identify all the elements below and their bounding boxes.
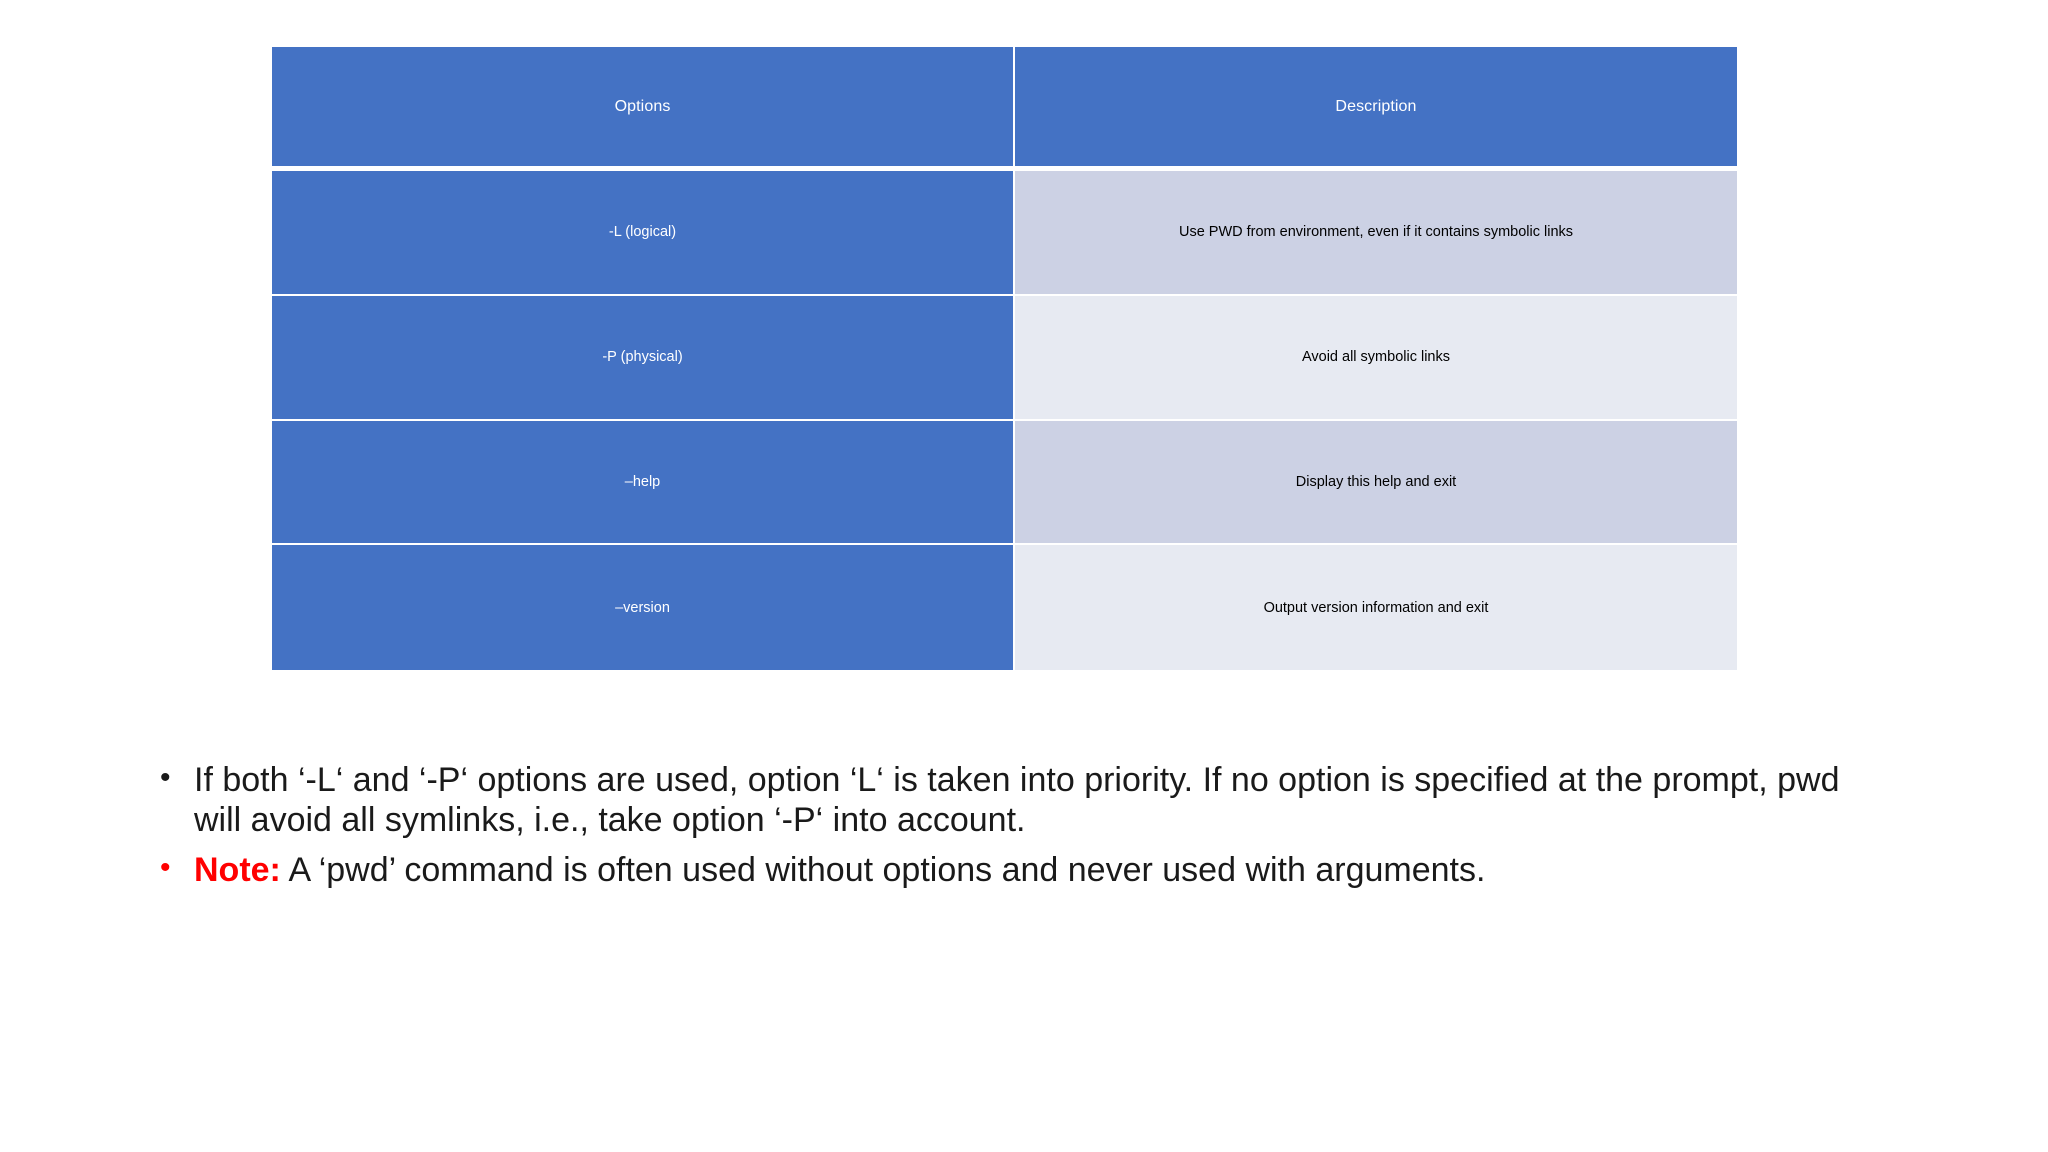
options-table-container: Options Description -L (logical) Use PWD… bbox=[272, 47, 1737, 670]
option-name-cell: –help bbox=[272, 420, 1015, 546]
bullet-item-priority: • If both ‘-L‘ and ‘-P‘ options are used… bbox=[160, 760, 1960, 840]
option-description-cell: Output version information and exit bbox=[1015, 545, 1737, 670]
table-row: -P (physical) Avoid all symbolic links bbox=[272, 295, 1737, 421]
bullet-item-note: • Note: A ‘pwd’ command is often used wi… bbox=[160, 850, 1960, 890]
table-header-row: Options Description bbox=[272, 47, 1737, 166]
note-label: Note: bbox=[194, 851, 281, 890]
header-separator-right bbox=[1015, 166, 1737, 171]
option-description-cell: Use PWD from environment, even if it con… bbox=[1015, 171, 1737, 296]
column-header-options: Options bbox=[272, 47, 1015, 166]
note-body: A ‘pwd’ command is often used without op… bbox=[280, 851, 1486, 890]
options-table: Options Description -L (logical) Use PWD… bbox=[272, 47, 1737, 670]
column-header-description: Description bbox=[1015, 47, 1737, 166]
option-name-cell: –version bbox=[272, 545, 1015, 670]
bullet-marker-icon: • bbox=[160, 761, 171, 794]
bullet-marker-icon: • bbox=[160, 851, 171, 885]
bullet-text-priority: If both ‘-L‘ and ‘-P‘ options are used, … bbox=[194, 761, 1840, 840]
bullet-text-note: Note: A ‘pwd’ command is often used with… bbox=[194, 850, 1894, 890]
bullet-list: • If both ‘-L‘ and ‘-P‘ options are used… bbox=[160, 760, 1960, 900]
option-description-cell: Avoid all symbolic links bbox=[1015, 295, 1737, 421]
table-row: –help Display this help and exit bbox=[272, 420, 1737, 546]
table-row: –version Output version information and … bbox=[272, 545, 1737, 670]
header-separator-left bbox=[272, 166, 1015, 171]
option-description-cell: Display this help and exit bbox=[1015, 420, 1737, 546]
option-name-cell: -L (logical) bbox=[272, 171, 1015, 296]
header-separator bbox=[272, 166, 1737, 171]
table-row: -L (logical) Use PWD from environment, e… bbox=[272, 171, 1737, 296]
option-name-cell: -P (physical) bbox=[272, 295, 1015, 421]
